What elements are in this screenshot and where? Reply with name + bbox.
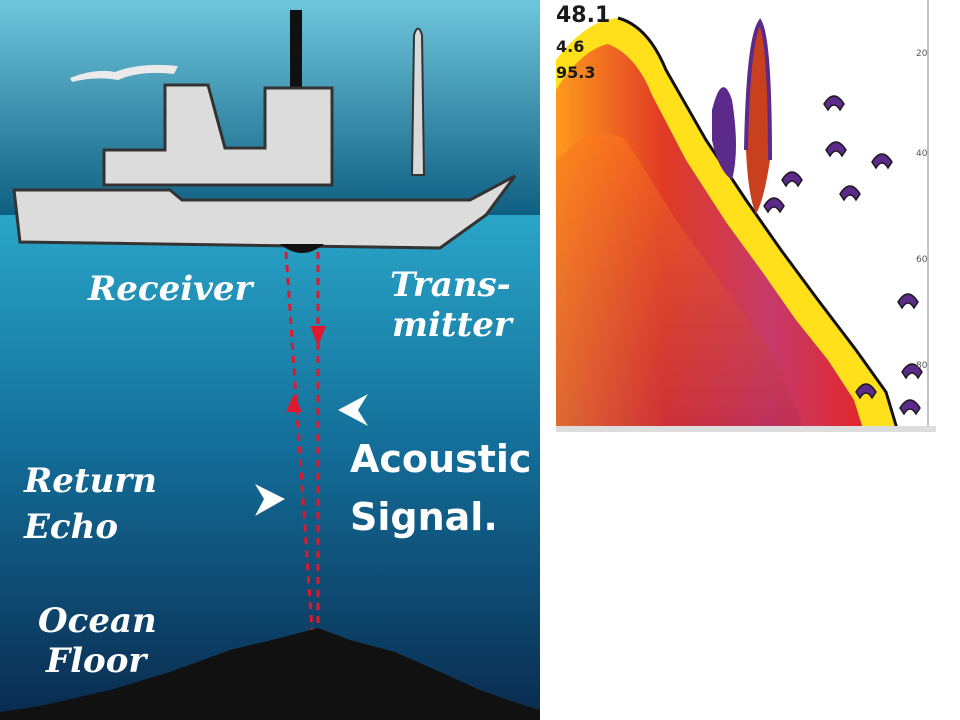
depth-tick-label: 40 xyxy=(916,149,928,159)
depth-tick-label: 60 xyxy=(916,255,928,265)
transmitter-label-line2: mitter xyxy=(392,305,514,345)
fish-arch-icon xyxy=(871,153,893,170)
fish-arch-icon xyxy=(781,171,803,188)
ship xyxy=(12,10,517,253)
fish-arch-icon xyxy=(839,185,861,202)
speed-readout: 4.6 xyxy=(556,37,584,56)
receiver-label: Receiver xyxy=(87,269,255,309)
fish-column xyxy=(746,22,770,214)
up-arrow-icon xyxy=(286,394,302,412)
down-arrow-icon xyxy=(310,326,326,346)
fish-arch-icon xyxy=(901,363,923,380)
sea-background xyxy=(0,215,540,720)
fish-arch-icon xyxy=(825,141,847,158)
depth-readout: 48.1 xyxy=(556,3,610,28)
depth-scale: 20 40 60 80 xyxy=(916,49,928,371)
fish-arch-icon xyxy=(823,95,845,112)
fish-cluster xyxy=(712,87,736,180)
fish-arch-icon xyxy=(855,383,877,400)
fish-column-outline xyxy=(744,18,772,161)
ocean-floor-label-line2: Floor xyxy=(45,641,148,681)
transmitter-label-line1: Trans- xyxy=(390,265,511,305)
return-echo-label-line2: Echo xyxy=(23,507,118,547)
transducer-icon xyxy=(280,244,324,253)
depth-tick-label: 80 xyxy=(916,361,928,371)
bottom-return-shade xyxy=(556,133,806,432)
status-bar xyxy=(556,426,936,432)
ship-antenna xyxy=(410,27,426,176)
acoustic-pointer-icon xyxy=(338,394,368,426)
ship-superstructure xyxy=(102,83,334,187)
ship-hull xyxy=(12,174,517,250)
fish-arch-icon xyxy=(899,399,921,416)
echo-pointer-icon xyxy=(255,484,285,516)
fish-arch-icon xyxy=(897,293,919,310)
ship-mast xyxy=(290,10,302,90)
temperature-readout: 95.3 xyxy=(556,63,595,82)
depth-tick-label: 20 xyxy=(916,49,928,59)
sonar-diagram: Receiver Trans- mitter Acoustic Signal. … xyxy=(0,0,540,720)
acoustic-signal-label-line2: Signal. xyxy=(350,495,498,539)
acoustic-signal-label-line1: Acoustic xyxy=(350,437,531,481)
fish-arches xyxy=(763,95,923,416)
sonar-display: 20 40 60 80 48.1 4.6 95.3 xyxy=(556,0,936,432)
bottom-return-outline xyxy=(617,16,900,432)
acoustic-signal xyxy=(284,251,320,631)
ocean-floor-label-line1: Ocean xyxy=(38,601,157,641)
return-beam xyxy=(284,251,314,631)
ocean-floor xyxy=(0,628,540,720)
bird-icon xyxy=(70,64,178,82)
fish-arch-icon xyxy=(763,197,785,214)
return-echo-label-line1: Return xyxy=(23,461,157,501)
